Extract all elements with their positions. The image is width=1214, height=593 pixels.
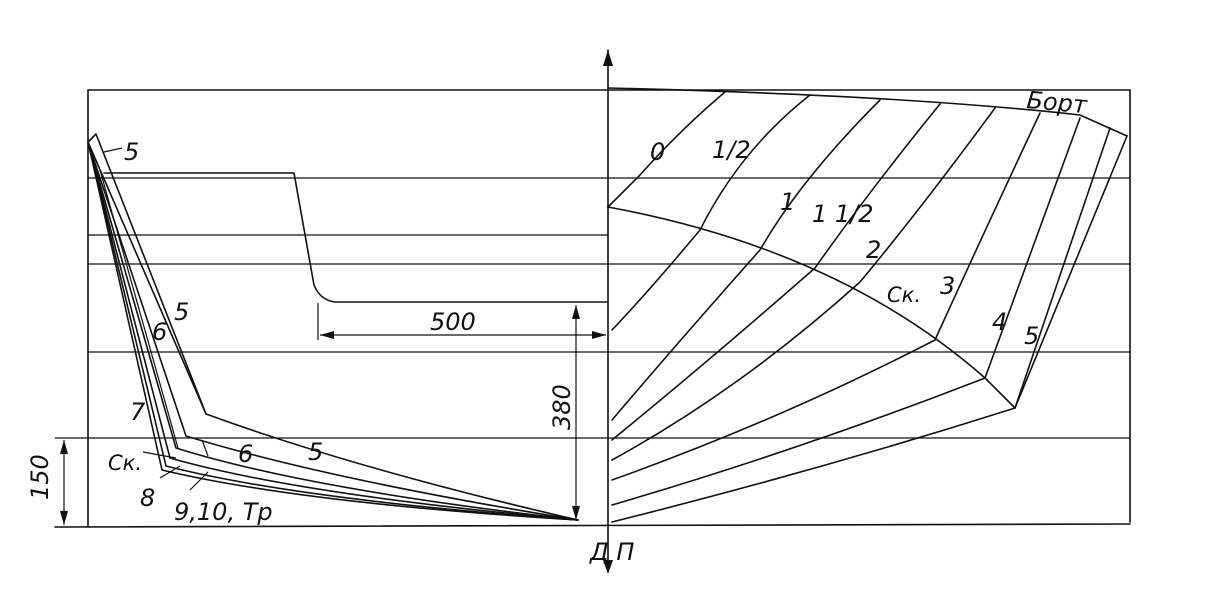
- section-sk-aft: [87, 141, 579, 521]
- chine-aft-line: [99, 169, 179, 449]
- station-1-fwd: [611, 99, 881, 421]
- label-station-1: 1: [780, 188, 795, 216]
- station-0-fwd: [607, 91, 726, 208]
- chine-forward-line: [607, 206, 1016, 409]
- dim-500-arrow-right: [592, 331, 606, 339]
- label-sections-9-10-tr: 9,10, Тр: [174, 498, 273, 526]
- label-station-1-half: 1 1/2: [812, 200, 874, 228]
- label-bort: Борт: [1025, 86, 1089, 119]
- dimension-150: [60, 440, 68, 525]
- station-2-fwd: [611, 107, 996, 461]
- label-section-8: 8: [140, 484, 155, 512]
- centre-line-top-arrow: [603, 50, 613, 66]
- sheer-line: [607, 87, 1128, 137]
- label-station-0: 0: [650, 138, 665, 166]
- label-chine-aft: Ск.: [108, 451, 142, 475]
- section-8-aft: [87, 141, 579, 521]
- label-section-5-mid: 5: [174, 298, 189, 326]
- label-section-6-bottom: 6: [238, 440, 253, 468]
- label-station-3: 3: [940, 272, 955, 300]
- leader-sk: [142, 451, 177, 459]
- dim-150-arrow-bottom: [60, 511, 68, 525]
- label-station-4: 4: [992, 308, 1007, 336]
- section-9-10-tr: [87, 141, 579, 521]
- label-station-half: 1/2: [712, 136, 751, 164]
- frame-lines: [54, 89, 1131, 528]
- label-section-5-top: 5: [124, 138, 139, 166]
- label-section-7: 7: [130, 398, 146, 426]
- label-section-5-bottom: 5: [308, 438, 323, 466]
- station-half-fwd: [611, 94, 811, 331]
- centre-line: [603, 49, 613, 574]
- label-station-2: 2: [866, 236, 881, 264]
- station-5-fwd: [1014, 127, 1111, 409]
- leader-5-top: [103, 147, 123, 153]
- section-7-aft: [87, 141, 579, 521]
- section-6-aft: [87, 141, 579, 521]
- label-dim-500: 500: [430, 308, 476, 336]
- keel-step-outline: [103, 172, 609, 303]
- step-profile: [103, 172, 609, 303]
- waterlines: [55, 177, 1130, 439]
- dim-150-arrow-top: [60, 440, 68, 454]
- label-station-5-fwd: 5: [1024, 322, 1039, 350]
- dim-380-arrow-bottom: [572, 506, 580, 520]
- section-5-inner: [87, 141, 207, 415]
- label-centre-line-dp: Д П: [589, 538, 634, 566]
- dim-500-arrow-left: [320, 331, 334, 339]
- label-dim-380: 380: [548, 384, 576, 430]
- dimension-500: [317, 303, 606, 340]
- leader-7-bottom: [201, 439, 209, 457]
- station-1-half-fwd: [611, 103, 941, 441]
- aft-sections: [87, 133, 579, 521]
- label-section-6-mid: 6: [152, 318, 167, 346]
- dim-380-arrow-top: [572, 305, 580, 319]
- forward-sections: [607, 87, 1128, 523]
- station-3-fwd: [611, 112, 1041, 481]
- leader-9-10: [189, 471, 209, 491]
- dimension-380: [572, 305, 580, 520]
- station-4-fwd: [611, 117, 1081, 506]
- label-chine-forward: Ск.: [887, 283, 921, 307]
- centre-line-bottom-arrow: [603, 560, 613, 574]
- leader-8: [159, 465, 181, 479]
- forward-keel-outline: [611, 135, 1128, 523]
- base-line: [54, 523, 1131, 528]
- section-5-aft: [87, 133, 579, 521]
- label-dim-150: 150: [26, 454, 54, 500]
